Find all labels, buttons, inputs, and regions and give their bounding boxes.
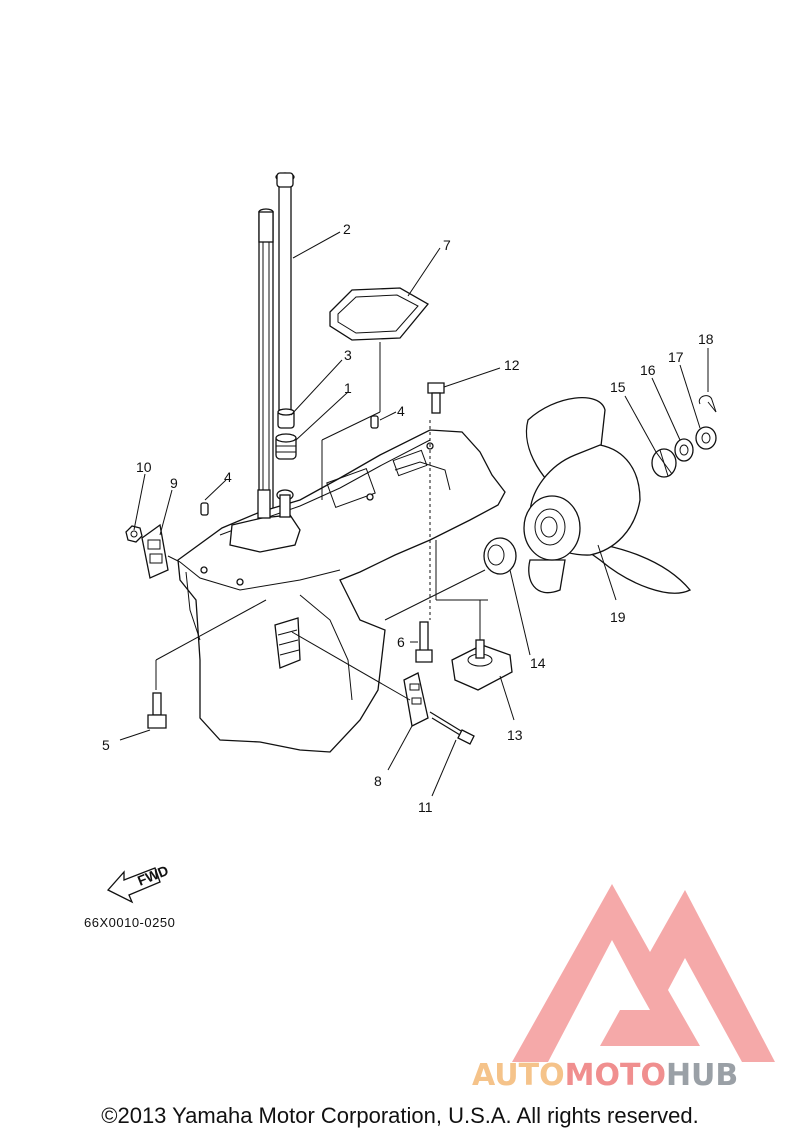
part-number-label: 4 [397, 403, 405, 419]
shift-rod [275, 172, 295, 411]
nut [125, 525, 143, 543]
cotter-pin [698, 395, 717, 413]
watermark-word-auto: AUTO [472, 1058, 565, 1093]
part-number-label: 16 [640, 362, 656, 378]
washer [674, 438, 694, 462]
propeller [523, 397, 692, 594]
watermark-word-moto: MOTO [564, 1058, 666, 1093]
part-number-label: 10 [136, 459, 152, 475]
automotohub-logo-mark [512, 884, 775, 1062]
part-number-label: 17 [668, 349, 684, 365]
drawing-code: 66X0010-0250 [84, 915, 176, 930]
part-number-label: 3 [344, 347, 352, 363]
part-number-label: 5 [102, 737, 110, 753]
bolt [429, 711, 475, 745]
part-number-label: 8 [374, 773, 382, 789]
part-number-label: 4 [224, 469, 232, 485]
thrust-washer [483, 537, 517, 575]
bolt [415, 621, 433, 663]
bolt [147, 692, 167, 729]
part-number-label: 18 [698, 331, 714, 347]
castle-nut [695, 426, 717, 450]
trim-tab [451, 639, 513, 691]
fwd-arrow-icon [106, 867, 161, 904]
gasket [329, 287, 429, 341]
part-number-label: 9 [170, 475, 178, 491]
copyright-notice: ©2013 Yamaha Motor Corporation, U.S.A. A… [101, 1103, 699, 1128]
drive-shaft [258, 208, 274, 513]
anode-plate [141, 523, 169, 579]
part-number-label: 1 [344, 380, 352, 396]
part-number-label: 12 [504, 357, 520, 373]
dowel-pin [200, 415, 379, 516]
oil-seal-housing [275, 433, 297, 460]
part-number-label: 11 [418, 799, 433, 815]
part-number-label: 15 [610, 379, 626, 395]
bushing [277, 408, 295, 429]
part-number-label: 19 [610, 609, 626, 625]
leader-lines [119, 231, 709, 797]
anode [403, 672, 429, 727]
bolt [427, 382, 445, 414]
part-number-label: 2 [343, 221, 351, 237]
part-number-labels: 2 7 3 1 4 4 10 9 5 12 6 8 11 13 14 19 15… [102, 221, 714, 815]
lower-casing [177, 429, 506, 753]
part-number-label: 13 [507, 727, 523, 743]
spacer [651, 448, 677, 478]
part-number-label: 7 [443, 237, 451, 253]
part-number-label: 14 [530, 655, 546, 671]
automotohub-watermark: AUTOMOTOHUB [472, 1058, 738, 1093]
part-number-label: 6 [397, 634, 405, 650]
watermark-word-hub: HUB [665, 1058, 739, 1093]
